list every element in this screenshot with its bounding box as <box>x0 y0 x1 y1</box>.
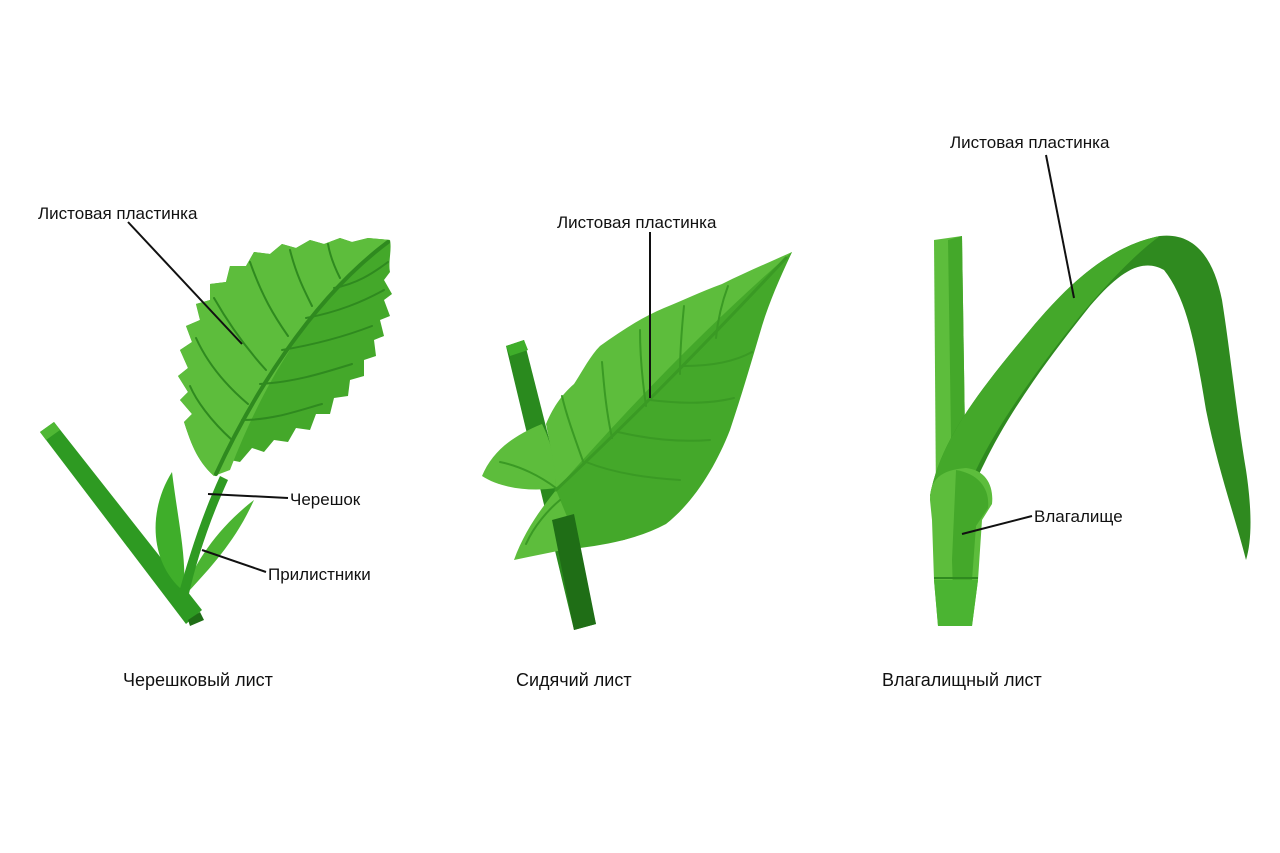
caption-petiolate: Черешковый лист <box>123 670 273 690</box>
label-blade: Листовая пластинка <box>950 133 1110 152</box>
leaf-veins <box>189 240 390 476</box>
petiolate-leaf <box>40 238 392 626</box>
leaf-veins <box>499 256 788 545</box>
sessile-leaf <box>482 252 792 630</box>
label-blade: Листовая пластинка <box>557 213 717 232</box>
label-blade: Листовая пластинка <box>38 204 198 223</box>
stem <box>40 422 202 624</box>
label-stipules: Прилистники <box>268 565 371 584</box>
caption-sessile: Сидячий лист <box>516 670 632 690</box>
stipule <box>155 472 185 588</box>
label-sheath: Влагалище <box>1034 507 1123 526</box>
sheathing-labels: Листовая пластинка Влагалище Влагалищный… <box>882 133 1123 690</box>
label-petiole: Черешок <box>290 490 361 509</box>
sessile-labels: Листовая пластинка Сидячий лист <box>516 213 717 690</box>
caption-sheathing: Влагалищный лист <box>882 670 1042 690</box>
sheathing-leaf <box>930 235 1251 626</box>
petiole <box>178 476 228 598</box>
petiolate-labels: Листовая пластинка Черешок Прилистники Ч… <box>38 204 371 690</box>
stipule <box>186 500 254 592</box>
